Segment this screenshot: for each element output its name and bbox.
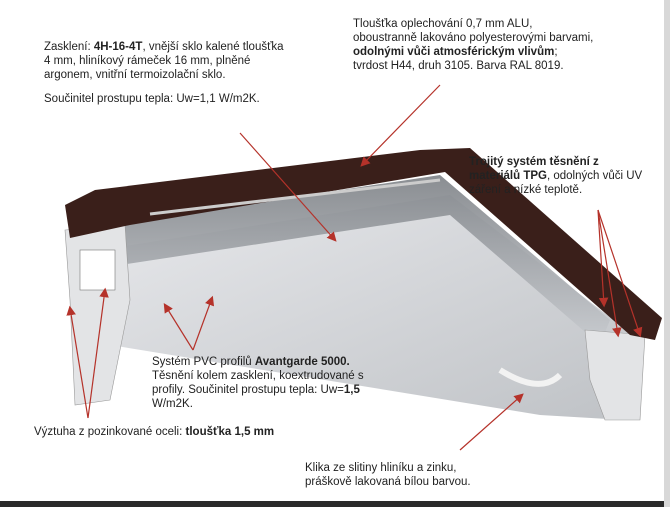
pvc-note: Systém PVC profilů Avantgarde 5000. Těsn… (152, 355, 392, 411)
reinforcement-label: Výztuha z pozinkované oceli: (34, 426, 186, 438)
cladding-line4: tvrdost H44, druh 3105. Barva RAL 8019. (353, 60, 564, 72)
cladding-line2: oboustranně lakováno polyesterovými barv… (353, 32, 594, 44)
arrows (66, 84, 643, 451)
handle-line1: Klika ze slitiny hliníku a zinku, (305, 462, 457, 474)
pvc-unit: W/m2K. (152, 398, 193, 410)
cladding-line1: Tloušťka oplechování 0,7 mm ALU, (353, 18, 533, 30)
glazing-label: Zasklení: (44, 41, 94, 53)
seal-note: Trojitý systém těsnění z materiálů TPG, … (469, 155, 649, 197)
cladding-bold: odolnými vůči atmosférickým vlivům (353, 46, 555, 58)
pvc-system: Avantgarde 5000. (254, 356, 350, 368)
right-border (664, 0, 670, 507)
handle (498, 367, 563, 387)
bottom-border (0, 501, 670, 507)
glazing-note: Zasklení: 4H-16-4T, vnější sklo kalené t… (44, 40, 289, 106)
pvc-desc: Těsnění kolem zasklení, koextrudované s … (152, 370, 364, 396)
cladding-note: Tloušťka oplechování 0,7 mm ALU, oboustr… (353, 17, 653, 73)
glazing-unit (110, 175, 610, 345)
pvc-label: Systém PVC profilů (152, 356, 255, 368)
pvc-uw-value: 1,5 (343, 384, 360, 396)
aluminium-cladding (65, 148, 662, 340)
reinforcement-thickness: tloušťka 1,5 mm (185, 426, 275, 438)
handle-note: Klika ze slitiny hliníku a zinku, práško… (305, 461, 525, 489)
glazing-desc: , vnější sklo kalené tloušťka 4 mm, hlin… (44, 41, 284, 81)
handle-line2: práškově lakovaná bílou barvou. (305, 476, 471, 488)
glazing-spec: 4H-16-4T (93, 41, 143, 53)
seal-desc: , odolných vůči UV záření a nízké teplot… (469, 170, 643, 196)
seal-bold: Trojitý systém těsnění z materiálů TPG (469, 156, 599, 182)
reinforcement-note: Výztuha z pozinkované oceli: tloušťka 1,… (34, 425, 334, 439)
glazing-coefficient: Součinitel prostupu tepla: Uw=1,1 W/m2K. (44, 93, 260, 105)
cladding-semicolon: ; (554, 46, 558, 58)
